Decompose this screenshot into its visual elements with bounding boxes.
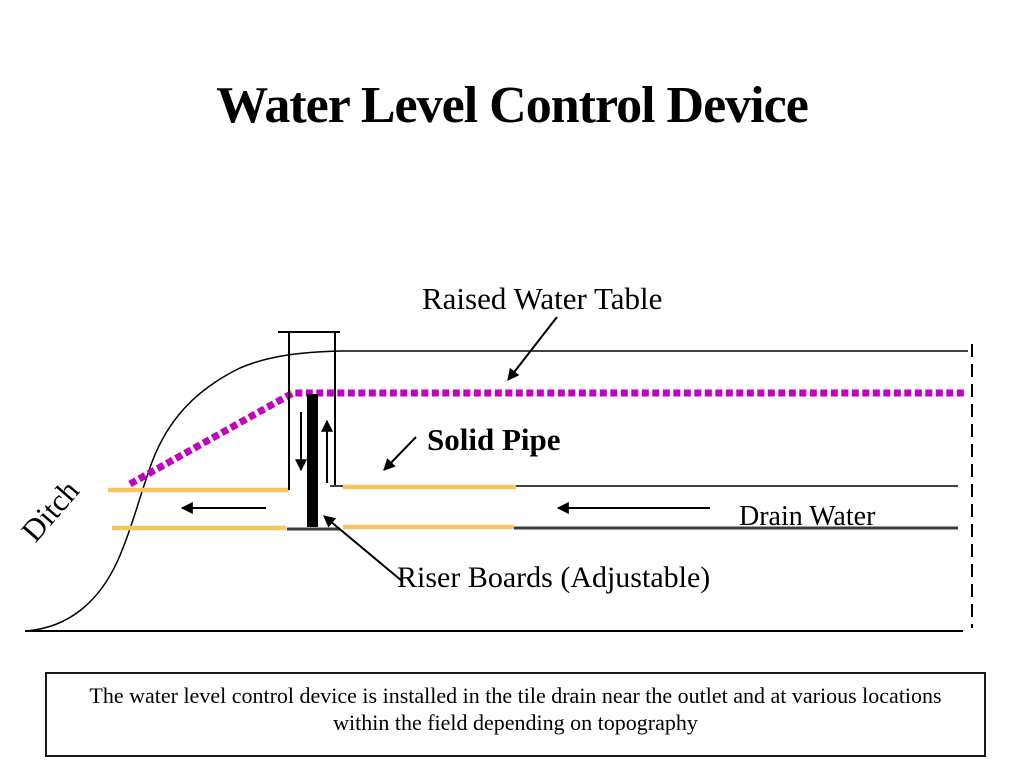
riser-boards-bar <box>307 394 318 527</box>
drain-water-label: Drain Water <box>739 501 876 532</box>
caption-line-1: The water level control device is instal… <box>89 683 942 708</box>
solid-pipe-pointer-arrow <box>383 436 417 471</box>
caption-line-2: within the field depending on topography <box>333 710 698 735</box>
ditch-bank-curve-ground-line <box>24 350 968 632</box>
caption-box: The water level control device is instal… <box>45 672 986 757</box>
raised-water-table-pointer-arrow <box>507 316 558 381</box>
raised-water-table-dotted-line <box>128 389 966 488</box>
riser-boards-label: Riser Boards (Adjustable) <box>397 561 711 594</box>
solid-pipe-label: Solid Pipe <box>427 422 561 457</box>
slide-title: Water Level Control Device <box>216 77 809 134</box>
riser-boards-pointer-arrow <box>323 515 403 582</box>
raised-water-table-label: Raised Water Table <box>422 281 663 316</box>
